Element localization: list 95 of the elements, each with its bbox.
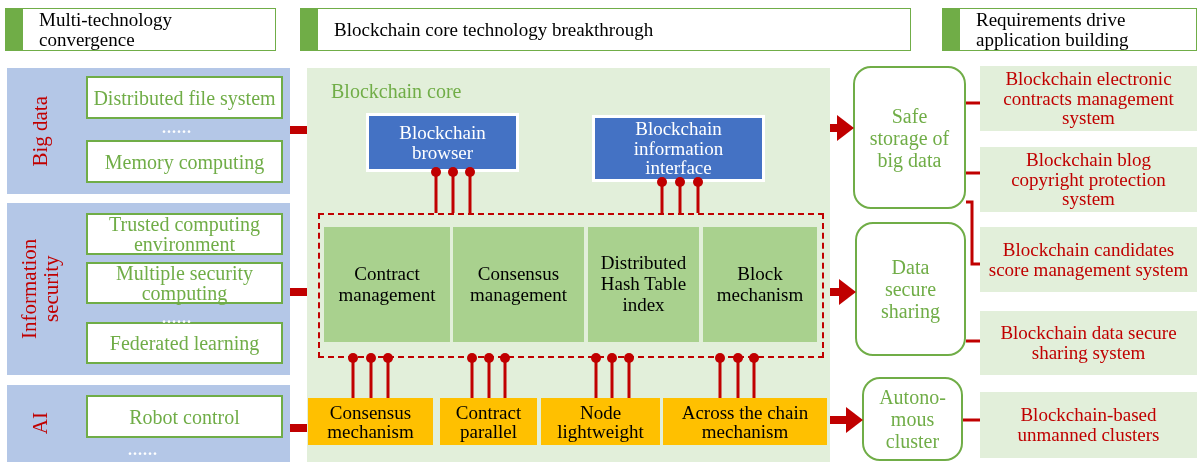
dot-connector xyxy=(591,353,601,398)
category-panel xyxy=(7,203,290,375)
component-box xyxy=(703,227,817,342)
node-label: Safe storage of big data xyxy=(868,104,951,171)
application-box xyxy=(980,227,1197,292)
node-label: Blockchain core technology breakthrough xyxy=(334,19,654,40)
dot-connector xyxy=(448,167,458,213)
dot-connector xyxy=(733,353,743,398)
arrow xyxy=(830,407,863,433)
node-label: Block mechanism xyxy=(715,263,805,306)
node-label: Data secure sharing xyxy=(880,256,941,322)
module-box xyxy=(366,113,519,172)
category-panel xyxy=(7,68,290,194)
item-box xyxy=(86,322,283,364)
category-label: Information security xyxy=(17,237,63,342)
connector-line xyxy=(963,418,980,422)
item-box xyxy=(86,76,283,119)
node-label: Distributed file system xyxy=(93,87,276,108)
node-label: Blockchain browser xyxy=(398,122,487,163)
dot-connector xyxy=(675,177,685,213)
dot-connector xyxy=(366,353,376,398)
component-box xyxy=(453,227,584,342)
application-box xyxy=(980,147,1197,212)
ellipsis-text: ...... xyxy=(162,310,192,326)
rounded-box xyxy=(862,377,963,461)
node-label: Multiple security computing xyxy=(114,263,255,303)
dot-connector xyxy=(348,353,358,398)
header-box xyxy=(300,8,911,51)
node-label: Trusted computing environment xyxy=(108,214,261,254)
arrow xyxy=(830,279,856,305)
node-label: Requirements drive application building xyxy=(976,9,1130,50)
dot-connector xyxy=(431,167,441,213)
node-label: Blockchain information interface xyxy=(632,118,725,179)
application-box xyxy=(980,311,1197,375)
component-box xyxy=(588,227,699,342)
node-label: Across the chain mechanism xyxy=(680,402,810,441)
item-box xyxy=(86,395,283,438)
dot-connector xyxy=(607,353,617,398)
category-label: AI xyxy=(28,412,51,435)
dot-connector xyxy=(467,353,477,398)
feature-box xyxy=(541,398,660,445)
node-label: Blockchain electronic contracts management system xyxy=(1002,68,1175,129)
node-label: Autono-mous cluster xyxy=(878,386,947,452)
dot-connector xyxy=(657,177,667,213)
connector-line xyxy=(966,339,980,343)
feature-box xyxy=(308,398,433,445)
item-box xyxy=(86,213,283,255)
dot-connector xyxy=(749,353,759,398)
dashed-group-outline xyxy=(318,213,824,358)
dot-connector xyxy=(715,353,725,398)
node-label: Consensus mechanism xyxy=(326,402,415,441)
connector-bar xyxy=(290,126,307,134)
node-label: Robot control xyxy=(129,406,240,427)
dot-connector xyxy=(383,353,393,398)
node-label: Multi-technology convergence xyxy=(39,9,173,50)
node-label: Contract parallel xyxy=(454,402,523,441)
connector-line xyxy=(966,200,980,266)
dot-connector xyxy=(500,353,510,398)
feature-box xyxy=(663,398,827,445)
module-box xyxy=(592,115,765,182)
node-label: Blockchain core xyxy=(331,79,462,104)
node-label: Node lightweight xyxy=(556,402,645,441)
ellipsis-text: ...... xyxy=(128,442,158,458)
node-label: Federated learning xyxy=(109,333,260,353)
component-box xyxy=(324,227,450,342)
node-label: Contract management xyxy=(337,263,437,306)
rounded-box xyxy=(853,66,966,209)
node-label: Memory computing xyxy=(104,151,265,172)
connector-bar xyxy=(290,424,307,432)
connector-line xyxy=(966,101,980,105)
node-label: Distributed Hash Table index xyxy=(599,253,688,316)
dot-connector xyxy=(465,167,475,213)
item-box xyxy=(86,140,283,183)
dot-connector xyxy=(693,177,703,213)
arrow xyxy=(830,115,854,141)
node-label: Blockchain-based unmanned clusters xyxy=(1016,405,1161,445)
node-label: Consensus management xyxy=(468,263,569,306)
core-panel xyxy=(307,68,830,462)
feature-box xyxy=(440,398,537,445)
application-box xyxy=(980,66,1197,131)
header-box xyxy=(5,8,276,51)
item-box xyxy=(86,262,283,304)
ellipsis-text: ...... xyxy=(162,120,192,136)
dot-connector xyxy=(624,353,634,398)
connector-bar xyxy=(290,288,307,296)
application-box xyxy=(980,392,1197,458)
connector-line xyxy=(966,171,980,175)
category-panel xyxy=(7,385,290,462)
dot-connector xyxy=(484,353,494,398)
node-label: Blockchain blog copyright protection system xyxy=(1010,149,1167,210)
node-label: Blockchain data secure sharing system xyxy=(999,323,1178,363)
rounded-box xyxy=(855,222,966,356)
header-box xyxy=(942,8,1197,51)
node-label: Blockchain candidates score management system xyxy=(988,239,1189,280)
category-label: Big data xyxy=(28,95,51,167)
